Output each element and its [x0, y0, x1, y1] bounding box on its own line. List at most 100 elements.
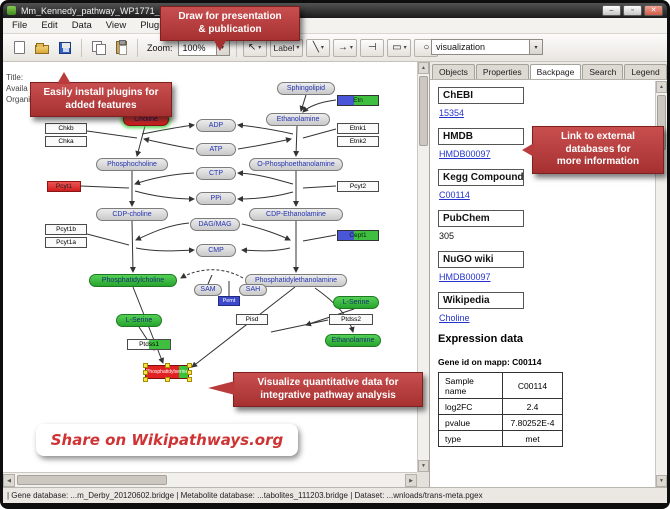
pathway-node[interactable]: L-Serine — [333, 296, 379, 309]
selection-handle[interactable] — [143, 377, 148, 382]
pathway-node[interactable]: O-Phosphoethanolamine — [249, 158, 343, 171]
horizontal-scroll-thumb[interactable] — [17, 475, 167, 485]
tab-properties[interactable]: Properties — [475, 64, 529, 79]
label-tool-button[interactable]: Label▾ — [269, 38, 304, 57]
pathway-node[interactable]: ATP — [196, 143, 236, 156]
pathway-node[interactable]: Chkb — [45, 123, 87, 134]
backpage-link[interactable]: HMDB00097 — [439, 149, 491, 159]
backpage-header-hmdb: HMDB — [438, 128, 524, 145]
selection-handle[interactable] — [143, 363, 148, 368]
menu-edit[interactable]: Edit — [41, 20, 58, 31]
pathway-node[interactable]: PPi — [196, 192, 236, 205]
pathway-node[interactable]: SAM — [194, 284, 222, 296]
scroll-left-button[interactable]: ◀ — [3, 474, 15, 487]
paste-button[interactable] — [111, 38, 131, 58]
pathway-node[interactable]: Pcyt1a — [45, 237, 87, 248]
pathway-node[interactable]: L-Serine — [116, 314, 162, 327]
line-icon: ╲ — [312, 42, 319, 53]
vertical-scroll-thumb[interactable] — [419, 76, 428, 146]
scroll-up-button[interactable]: ▲ — [656, 81, 667, 93]
menu-data[interactable]: Data — [71, 20, 92, 31]
selection-tool-button[interactable]: ↖▾ — [242, 38, 267, 57]
selection-handle[interactable] — [187, 377, 192, 382]
tab-legend[interactable]: Legend — [624, 64, 667, 79]
pathway-node[interactable]: CDP-choline — [96, 208, 168, 221]
open-file-button[interactable] — [32, 38, 52, 58]
pathway-node[interactable]: Sphingolipid — [277, 82, 335, 95]
pathway-node[interactable]: Etnk1 — [337, 123, 379, 134]
pathway-node[interactable]: Pcyt2 — [337, 181, 379, 192]
tab-backpage[interactable]: Backpage — [529, 64, 582, 79]
callout-draw-presentation: Draw for presentation& publication — [160, 6, 300, 51]
arrow-icon: → — [337, 42, 348, 53]
pathway-node[interactable]: Chka — [45, 136, 87, 147]
pathway-node[interactable]: Ptdss1 — [127, 339, 171, 350]
callout-arrow-down-icon — [213, 39, 227, 51]
selected-pathway-node[interactable]: Phosphatidylserine — [143, 363, 192, 382]
pathway-node[interactable]: Phosphatidylethanolamine — [245, 274, 347, 287]
shape-tool-button[interactable]: ▭▾ — [387, 38, 412, 57]
pathway-node[interactable]: Phosphocholine — [96, 158, 168, 171]
pathway-node[interactable]: DAG/MAG — [190, 218, 240, 231]
backpage-link[interactable]: Choline — [439, 313, 470, 323]
maximize-button[interactable]: ▫ — [623, 5, 642, 16]
backpage-link[interactable]: 15354 — [439, 108, 465, 118]
pathway-node[interactable]: Ptdss2 — [329, 314, 373, 325]
title-bar[interactable]: Mm_Kennedy_pathway_WP1771_45176.gpml – ▫… — [3, 3, 667, 18]
node-label: Phosphatidylserine — [146, 369, 188, 375]
tbar-tool-button[interactable]: ⊣ — [360, 38, 385, 57]
canvas-horizontal-scrollbar[interactable]: ◀ ▶ — [3, 472, 417, 487]
pathway-node[interactable]: ADP — [196, 119, 236, 132]
pathway-node[interactable]: Etn — [337, 95, 379, 106]
arrow-tool-button[interactable]: →▾ — [333, 38, 358, 57]
selection-handle[interactable] — [165, 377, 170, 382]
pathway-node[interactable]: CDP-Ethanolamine — [249, 208, 343, 221]
scroll-down-button[interactable]: ▼ — [656, 475, 667, 487]
copy-button[interactable] — [88, 38, 108, 58]
pathway-node[interactable]: Ethanolamine — [325, 334, 381, 347]
table-cell: 7.80252E-4 — [502, 414, 563, 431]
line-tool-button[interactable]: ╲▾ — [306, 38, 331, 57]
menu-bar: FileEditDataViewPluginsHelp — [3, 18, 667, 34]
backpage-link[interactable]: C00114 — [439, 190, 470, 200]
minimize-button[interactable]: – — [602, 5, 621, 16]
pathway-node[interactable]: Pcyt1b — [45, 224, 87, 235]
pathway-node[interactable]: Pisd — [236, 314, 268, 325]
text-line: Draw for presentation — [178, 11, 282, 22]
pathway-node[interactable]: SAH — [239, 284, 267, 296]
selection-handle[interactable] — [165, 363, 170, 368]
pathway-node[interactable]: Cept1 — [337, 230, 379, 241]
menu-plugins[interactable]: Plugins — [140, 20, 172, 31]
callout-arrow-left-icon — [208, 381, 235, 395]
chevron-down-icon[interactable]: ▾ — [529, 40, 542, 54]
save-button[interactable] — [55, 38, 75, 58]
text-line: Availa — [6, 84, 28, 93]
tab-search[interactable]: Search — [582, 64, 624, 79]
canvas-vertical-scrollbar[interactable]: ▲ ▼ — [417, 62, 429, 472]
pathway-node[interactable]: Phosphatidylcholine — [89, 274, 177, 287]
pathway-node[interactable]: Pcyt1 — [47, 181, 81, 192]
selection-handle[interactable] — [143, 370, 148, 375]
pathway-node[interactable]: Pemt — [218, 296, 240, 306]
tab-objects[interactable]: Objects — [432, 64, 475, 79]
backpage-link[interactable]: HMDB00097 — [439, 272, 491, 282]
toolbar-separator — [81, 38, 82, 57]
visualization-combo[interactable]: visualization ▾ — [431, 39, 543, 55]
selection-handle[interactable] — [187, 363, 192, 368]
share-banner: Share on Wikipathways.org — [36, 424, 298, 456]
pathway-node[interactable]: CTP — [196, 167, 236, 180]
pathway-node[interactable]: Ethanolamine — [266, 113, 330, 126]
scroll-right-button[interactable]: ▶ — [405, 474, 417, 487]
menu-file[interactable]: File — [12, 20, 28, 31]
pathway-node[interactable]: CMP — [196, 244, 236, 257]
selection-handle[interactable] — [187, 370, 192, 375]
close-button[interactable]: ✕ — [644, 5, 663, 16]
pathway-node[interactable]: Etnk2 — [337, 136, 379, 147]
scroll-down-button[interactable]: ▼ — [418, 460, 429, 472]
new-file-button[interactable] — [9, 38, 29, 58]
chevron-down-icon: ▾ — [320, 45, 324, 51]
scroll-up-button[interactable]: ▲ — [418, 62, 429, 74]
menu-view[interactable]: View — [105, 20, 127, 31]
panel-vertical-scrollbar[interactable]: ▲ ▼ — [655, 81, 667, 487]
